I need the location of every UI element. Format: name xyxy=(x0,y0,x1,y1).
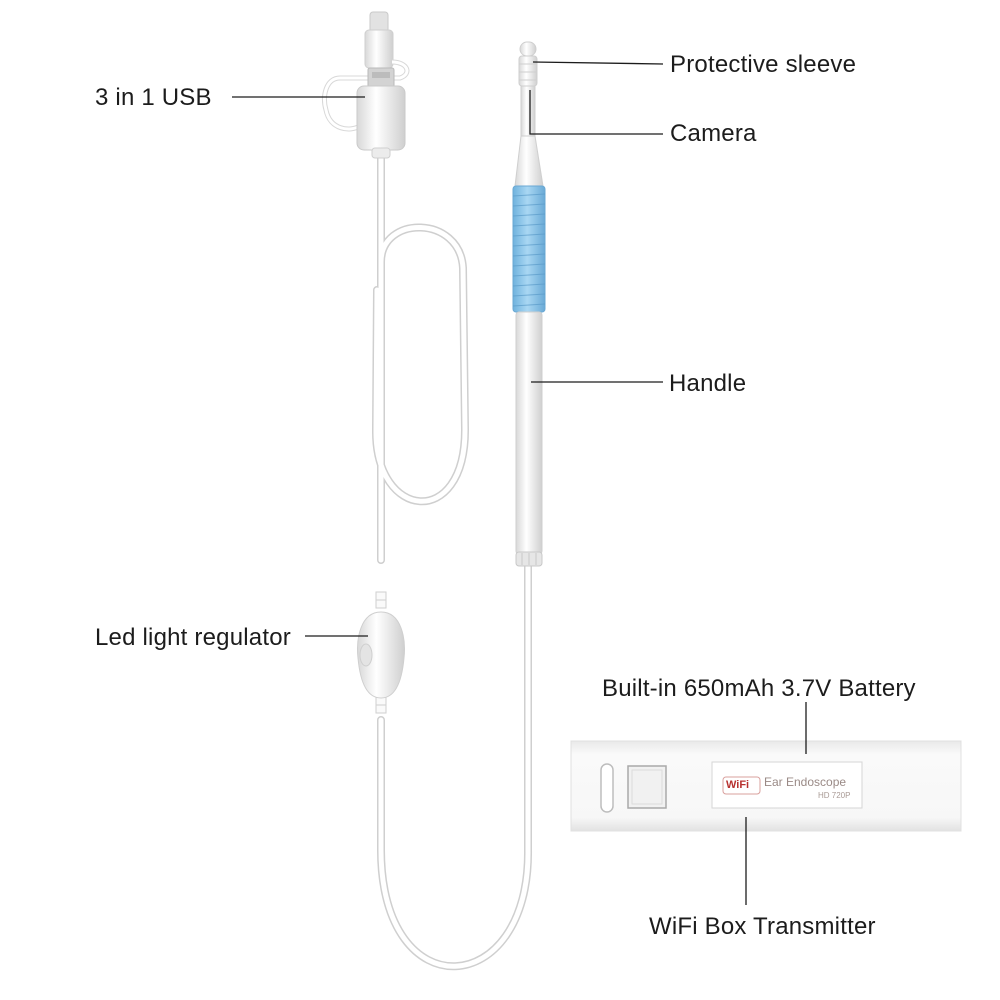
wifi-box xyxy=(570,740,962,832)
label-camera: Camera xyxy=(670,120,757,147)
label-battery: Built-in 650mAh 3.7V Battery xyxy=(602,675,916,702)
label-protective-sleeve: Protective sleeve xyxy=(670,51,857,78)
led-regulator xyxy=(357,611,405,699)
label-wifi-box: WiFi Box Transmitter xyxy=(649,913,876,940)
leader-sleeve xyxy=(532,61,664,65)
device-model-title: Ear Endoscope xyxy=(764,775,847,789)
device-resolution: HD 720P xyxy=(818,791,851,800)
label-usb: 3 in 1 USB xyxy=(95,84,212,111)
wifi-logo: WiFi xyxy=(726,779,750,791)
usb-connector xyxy=(322,11,410,159)
leader-lines xyxy=(232,61,807,905)
usb-cable xyxy=(371,148,533,971)
leader-camera xyxy=(529,90,663,135)
label-handle: Handle xyxy=(669,370,747,397)
endoscope-probe xyxy=(512,41,546,567)
label-led-regulator: Led light regulator xyxy=(95,624,291,651)
